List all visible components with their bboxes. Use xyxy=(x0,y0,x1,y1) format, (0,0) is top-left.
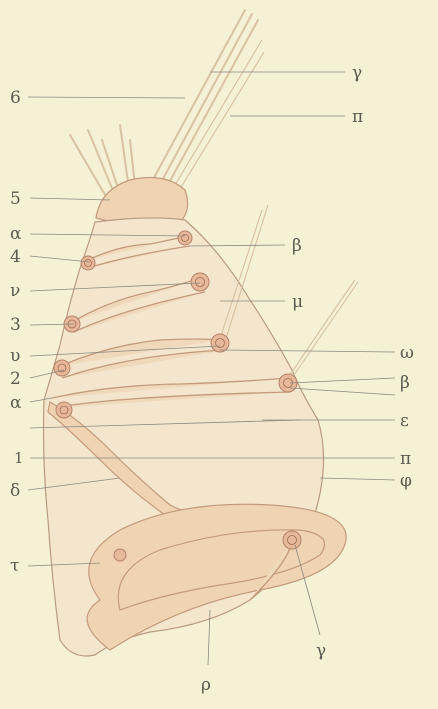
label-epsilon: ε xyxy=(400,411,409,431)
label-delta: δ xyxy=(10,481,20,501)
label-6: 6 xyxy=(10,88,21,108)
label-gamma-top: γ xyxy=(352,63,362,83)
label-phi: φ xyxy=(400,471,412,491)
apical-bristle-tuft xyxy=(70,10,264,225)
label-alpha-upper: α xyxy=(10,224,22,244)
label-pi-lower: π xyxy=(400,449,411,469)
label-upsilon: υ xyxy=(10,346,20,366)
label-5: 5 xyxy=(10,189,21,209)
label-beta-upper: β xyxy=(292,236,302,256)
label-gamma-bottom: γ xyxy=(316,641,326,661)
label-omega: ω xyxy=(400,343,414,363)
label-2: 2 xyxy=(10,369,21,389)
label-3: 3 xyxy=(10,315,21,335)
label-alpha-lower: α xyxy=(10,393,22,413)
label-rho: ρ xyxy=(201,675,211,695)
label-pi-top: π xyxy=(352,107,363,127)
label-nu: ν xyxy=(10,281,20,301)
label-beta-lower: β xyxy=(400,373,410,393)
label-mu: μ xyxy=(292,292,303,312)
label-4: 4 xyxy=(10,247,21,267)
label-tau: τ xyxy=(10,556,19,576)
label-1: 1 xyxy=(14,449,24,467)
